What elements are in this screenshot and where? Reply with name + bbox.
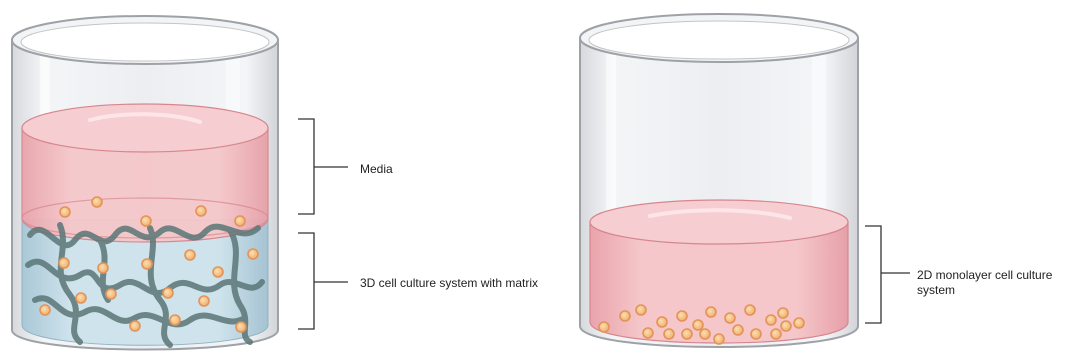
bracket-media [298,119,348,214]
beaker-rim-inner [589,21,849,59]
bracket-3d-culture [298,233,348,329]
bracket-2d-culture [865,226,910,323]
media-surface [22,104,268,152]
beaker-3d-culture-icon [12,16,278,350]
beaker-rim-inner [21,23,269,61]
label-3d-culture: 3D cell culture system with matrix [360,276,580,291]
media-surface [590,200,848,244]
label-media: Media [360,162,393,177]
beaker-2d-culture-icon [580,14,858,347]
label-2d-culture: 2D monolayer cell culture system [917,268,1067,298]
